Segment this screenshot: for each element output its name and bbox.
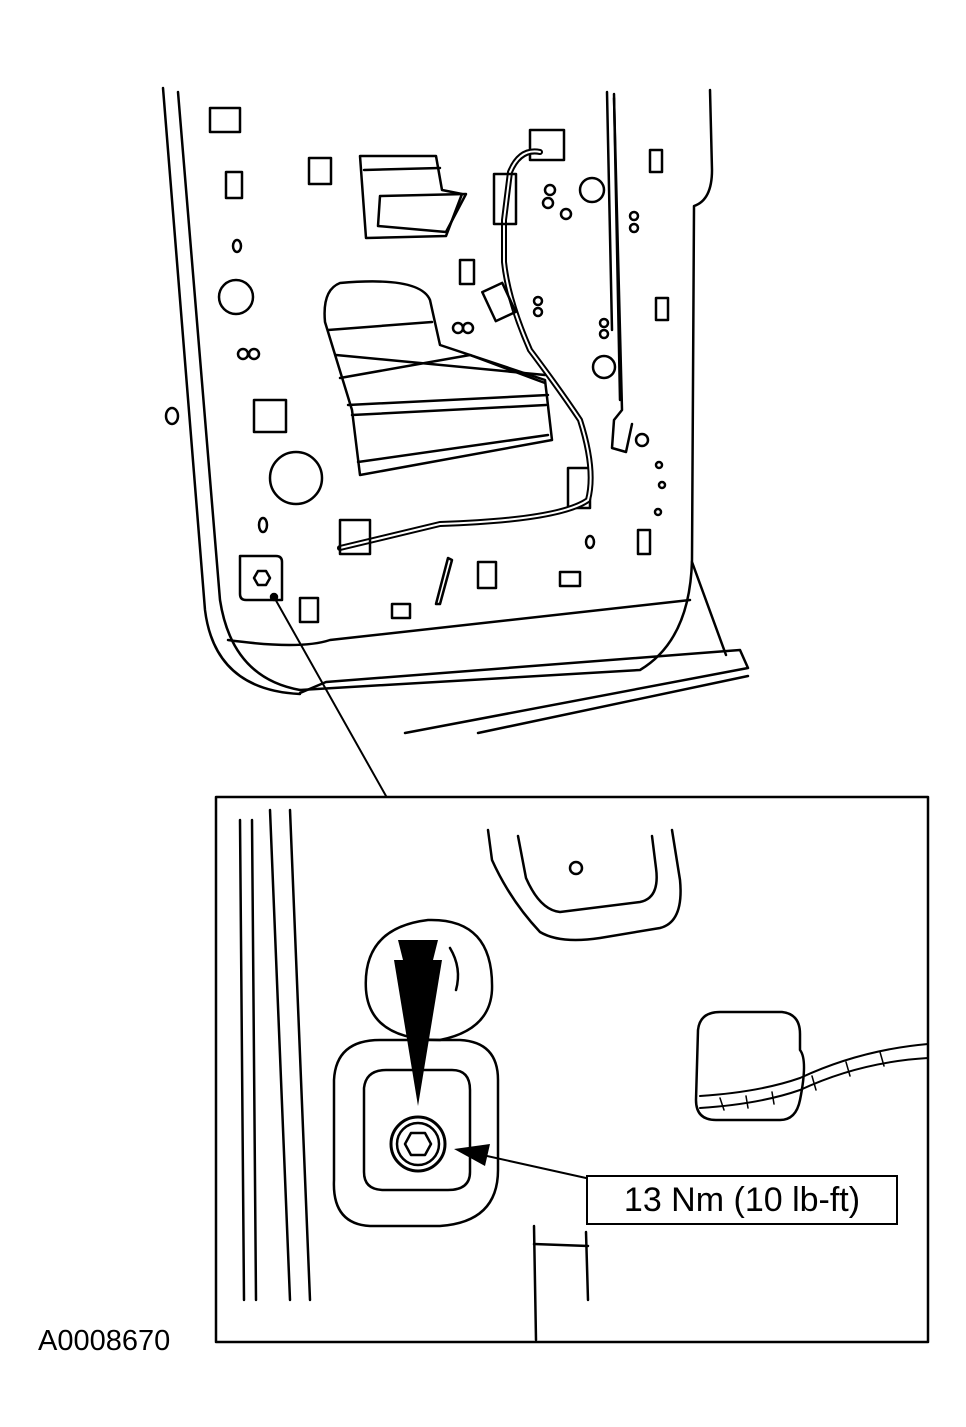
harness-wire-tape (719, 1051, 885, 1111)
side-pin (164, 406, 180, 426)
slot (307, 156, 333, 186)
door-inner-edge (176, 90, 302, 692)
bolt-boss-outer (332, 1038, 500, 1228)
bolt-boss-overview (238, 554, 284, 602)
opening-strip-6 (356, 433, 550, 464)
hole (532, 295, 544, 307)
harness-connector (492, 172, 518, 226)
slot (648, 148, 664, 174)
hole (598, 317, 610, 329)
callout-leader (477, 1153, 587, 1179)
latch-rod (610, 96, 634, 454)
opening-strip-5 (350, 403, 548, 417)
hole (257, 516, 269, 534)
hole (541, 196, 555, 210)
hole (461, 321, 475, 335)
hole (451, 321, 465, 335)
leader-line (273, 596, 387, 797)
slot (390, 602, 412, 620)
inner-handle-lever (376, 192, 468, 234)
slot (298, 596, 320, 624)
door-edge-line (288, 808, 312, 1302)
hole (657, 480, 667, 490)
slot (558, 570, 582, 588)
harness-connector (338, 518, 372, 556)
down-arrow-icon (394, 940, 442, 1106)
torque-callout: 13 Nm (10 lb-ft) (586, 1175, 898, 1225)
hex-bolt-icon (252, 569, 272, 587)
latch-clip (634, 432, 650, 448)
wire-harness (337, 148, 594, 551)
slot (252, 398, 288, 434)
slot (528, 128, 566, 162)
door-edge-line (268, 808, 292, 1302)
slot (224, 170, 244, 200)
harness-wire (699, 1043, 929, 1097)
hole (598, 328, 610, 340)
hole (628, 222, 640, 234)
upper-bracket-inner (516, 834, 658, 914)
figure-id: A0008670 (38, 1325, 171, 1357)
door-sill-line (476, 674, 750, 735)
slot (654, 296, 670, 322)
opening-strip-4 (346, 393, 550, 407)
door-edge-line (238, 818, 246, 1302)
raised-boss (364, 918, 494, 1042)
harness-wire (699, 1057, 929, 1109)
harness-connector (481, 281, 517, 323)
speaker-hole (268, 450, 324, 506)
door-edge-line (250, 818, 258, 1302)
hole (628, 210, 640, 222)
hole (653, 507, 663, 517)
inner-handle-top (362, 166, 442, 172)
large-hole (217, 278, 255, 316)
wire-harness-core (339, 150, 592, 549)
hole (247, 347, 261, 361)
lower-panel-edge (532, 1242, 590, 1248)
harness-bracket (694, 1010, 806, 1122)
slot (434, 556, 454, 606)
opening-strip-2 (334, 353, 547, 377)
hole (236, 347, 250, 361)
slot (636, 528, 652, 556)
hole (559, 207, 573, 221)
opening-strip-1 (326, 320, 434, 332)
door-bottom-curve (226, 598, 692, 647)
door-sill (298, 648, 750, 735)
opening-strip-3 (338, 353, 547, 385)
door-outer-edge (161, 86, 302, 696)
door-right-inner-edge (605, 90, 614, 332)
hole (543, 183, 557, 197)
slot (476, 560, 498, 590)
hole (654, 460, 664, 470)
bolt-boss-inner (362, 1068, 472, 1192)
hex-bolt-icon (389, 1115, 447, 1173)
door-sill-slope (690, 560, 728, 657)
detail-inset (214, 795, 930, 1344)
bracket-hole (568, 860, 584, 876)
hole (578, 176, 606, 204)
door-overview (161, 86, 750, 797)
upper-bracket (486, 828, 682, 942)
hole (532, 306, 544, 318)
lower-panel-edge (584, 1230, 590, 1302)
raised-boss-inner (448, 946, 460, 992)
hole (584, 534, 596, 550)
detail-frame (214, 795, 930, 1344)
hole (231, 238, 243, 254)
slot (208, 106, 242, 134)
left-arrow-icon (454, 1144, 490, 1166)
slot (458, 258, 476, 286)
hole (591, 354, 617, 380)
